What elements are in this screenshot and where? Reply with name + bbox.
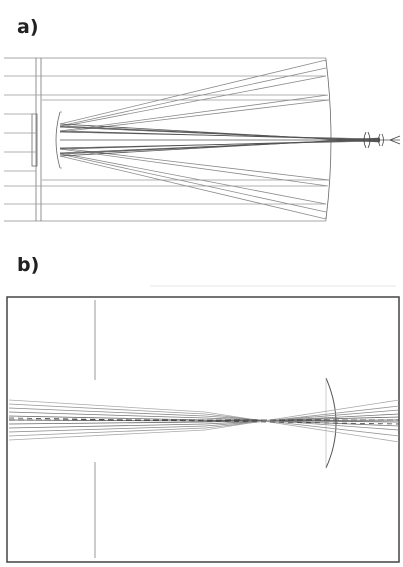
eyepiece-lenses [363, 131, 401, 149]
panel-a-diagram [4, 57, 401, 222]
panel-b-diagram [6, 285, 400, 563]
secondary-mirror [55, 111, 61, 169]
panel-b-frame [6, 296, 400, 563]
incoming-rays [4, 75, 330, 205]
panel-label-a: a) [17, 16, 39, 38]
primary-reflected-rays [59, 59, 330, 220]
secondary-reflected-rays [59, 123, 400, 157]
panel-label-b: b) [17, 254, 40, 276]
panel-b-ray-bundle [8, 399, 400, 443]
